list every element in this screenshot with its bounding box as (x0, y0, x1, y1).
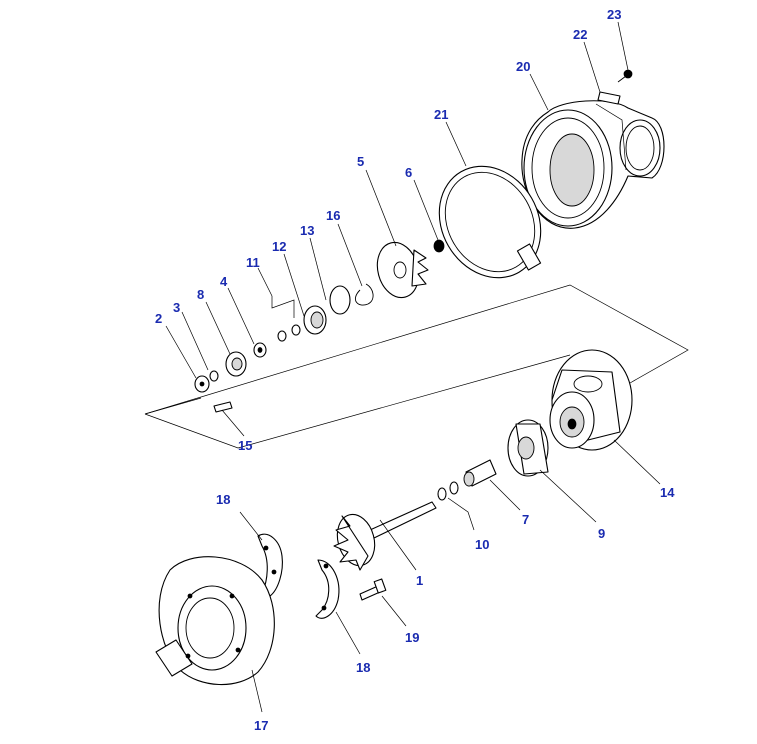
v-band-clamp (438, 165, 542, 279)
callout-20: 20 (516, 59, 530, 74)
callout-22: 22 (573, 27, 587, 42)
callout-21: 21 (434, 107, 448, 122)
callout-12: 12 (272, 239, 286, 254)
screw-part-23 (617, 69, 633, 83)
callout-8: 8 (197, 287, 204, 302)
pin-part-15 (213, 401, 233, 413)
callout-11: 11 (246, 255, 260, 270)
thrust-collar-part-12 (303, 305, 327, 335)
callout-18-upper: 18 (216, 492, 230, 507)
callout-6: 6 (405, 165, 412, 180)
callout-15: 15 (238, 438, 252, 453)
piston-rings-part-11 (271, 296, 301, 342)
callout-13: 13 (300, 223, 314, 238)
bolt-part-19 (359, 578, 387, 601)
turbine-housing (155, 556, 275, 686)
turbine-wheel-shaft (333, 501, 437, 571)
callout-17: 17 (254, 718, 268, 733)
snap-ring-part-16 (355, 283, 374, 306)
nut-part-6 (433, 239, 445, 253)
gasket-lower-part-18 (315, 559, 340, 619)
compressor-wheel (376, 241, 429, 299)
callout-7: 7 (522, 512, 529, 527)
callout-23: 23 (607, 7, 621, 22)
heat-shield-part-9 (507, 419, 549, 477)
callout-9: 9 (598, 526, 605, 541)
retaining-rings-part-10 (437, 481, 475, 531)
callout-16: 16 (326, 208, 340, 223)
callout-5: 5 (357, 154, 364, 169)
journal-bearing-part-7 (463, 459, 497, 487)
callout-19: 19 (405, 630, 419, 645)
gasket-upper-part-18 (257, 533, 283, 597)
seal-ring-part-13 (329, 285, 351, 315)
center-housing (549, 349, 633, 451)
assembly-frame-lower (144, 354, 571, 449)
callout-4: 4 (220, 274, 228, 289)
thrust-bearing-part-8 (225, 351, 247, 377)
callout-3: 3 (173, 300, 180, 315)
compressor-housing (521, 100, 665, 229)
washer-part-4 (253, 342, 267, 358)
callout-1: 1 (416, 573, 423, 588)
callout-2: 2 (155, 311, 162, 326)
assembly-frame-upper-left (144, 397, 202, 415)
leader-lines (165, 21, 661, 713)
ring-part-3 (209, 370, 219, 382)
callout-18-lower: 18 (356, 660, 370, 675)
plate-part-22 (597, 91, 621, 105)
assembly-frame-upper (144, 284, 689, 415)
callout-14: 14 (660, 485, 675, 500)
callout-10: 10 (475, 537, 489, 552)
spacer-part-2 (194, 375, 210, 393)
